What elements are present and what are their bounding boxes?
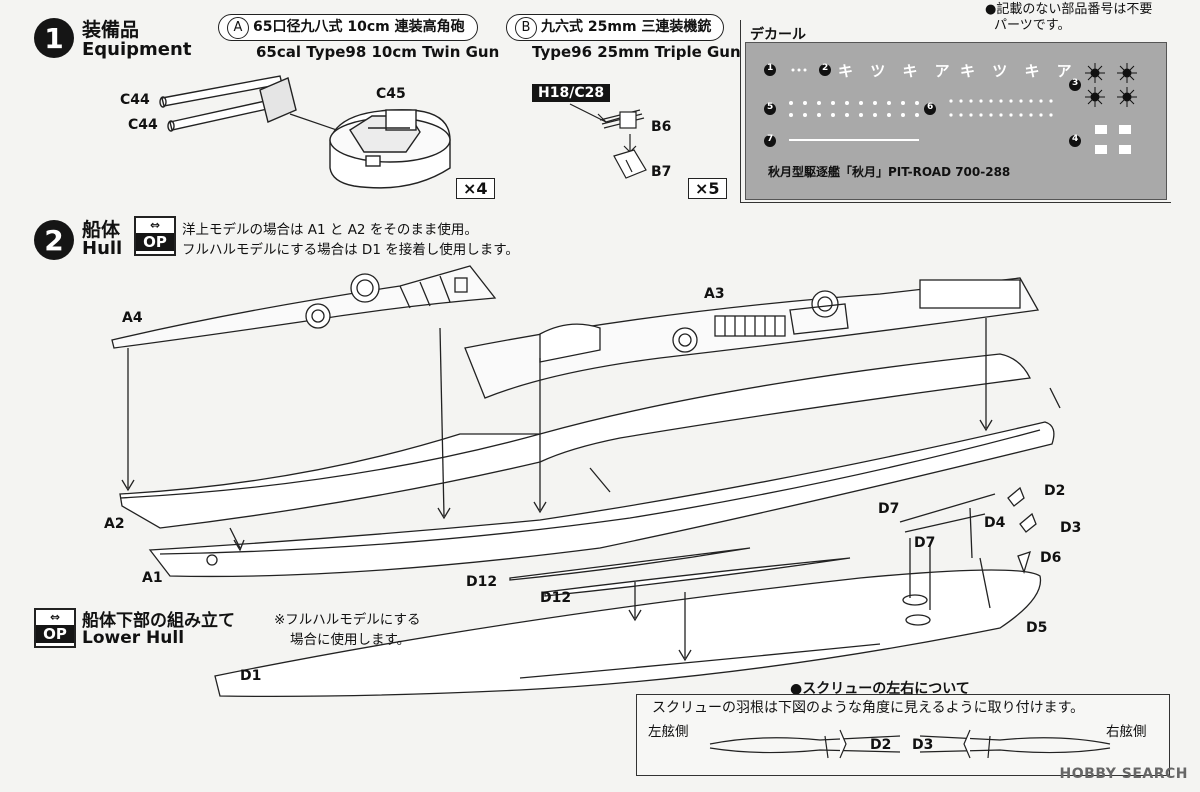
label-c44-a: C44 bbox=[120, 92, 150, 108]
decal-num-1: 1 bbox=[767, 63, 774, 73]
label-d2: D2 bbox=[1044, 483, 1066, 499]
decal-kana-1: キ ツ キ ア bbox=[838, 62, 956, 80]
hull-note-line2: フルハルモデルにする場合は D1 を接着し使用します。 bbox=[182, 242, 519, 258]
screw-note-text: スクリューの羽根は下図のような角度に見えるように取り付けます。 bbox=[652, 700, 1085, 716]
lower-hull-note-line1: ※フルハルモデルにする bbox=[274, 612, 421, 628]
lower-hull-title-jp: 船体下部の組み立て bbox=[82, 611, 235, 631]
triple-gun-illustration bbox=[569, 103, 647, 179]
twin-gun-illustration bbox=[159, 75, 451, 189]
decal-sheet bbox=[745, 42, 1167, 200]
label-a4: A4 bbox=[122, 310, 143, 326]
label-a1: A1 bbox=[142, 570, 163, 586]
screw-port-label: 左舷側 bbox=[648, 724, 689, 740]
label-d12-b: D12 bbox=[540, 590, 572, 606]
op-icon-top: ⇔ bbox=[49, 610, 61, 624]
decal-num-3: 3 bbox=[1072, 78, 1079, 88]
part-a-letter: A bbox=[227, 17, 249, 39]
part-b-quantity: ×5 bbox=[688, 178, 727, 199]
op-icon-top: ⇔ bbox=[149, 218, 161, 232]
step-1-title-jp: 装備品 bbox=[82, 19, 140, 41]
screw-starboard-label: 右舷側 bbox=[1106, 724, 1147, 740]
decal-title: デカール bbox=[750, 27, 806, 43]
label-b6: B6 bbox=[651, 119, 672, 135]
step-1-title-en: Equipment bbox=[82, 39, 192, 60]
label-d3: D3 bbox=[1060, 520, 1082, 536]
decal-num-5: 5 bbox=[767, 102, 774, 112]
label-a2: A2 bbox=[104, 516, 125, 532]
label-a3: A3 bbox=[704, 286, 725, 302]
screw-note-title: ●スクリューの左右について bbox=[790, 681, 970, 697]
part-a-quantity: ×4 bbox=[456, 178, 495, 199]
part-a-jp: 65口径九八式 10cm 連装高角砲 bbox=[253, 19, 465, 35]
decal-num-6: 6 bbox=[927, 102, 934, 112]
decal-kana-2: キ ツ キ ア bbox=[960, 62, 1078, 80]
label-d12-a: D12 bbox=[466, 574, 498, 590]
decal-num-4: 4 bbox=[1072, 134, 1079, 144]
unused-parts-note-line1: ●記載のない部品番号は不要 bbox=[985, 2, 1153, 17]
lower-hull-title-en: Lower Hull bbox=[82, 628, 185, 648]
label-b7: B7 bbox=[651, 164, 672, 180]
label-d7-b: D7 bbox=[914, 535, 936, 551]
label-c45: C45 bbox=[376, 86, 406, 102]
decal-label: 秋月型駆逐艦「秋月」PIT-ROAD 700-288 bbox=[768, 165, 1011, 179]
decal-section-border bbox=[740, 20, 1171, 203]
decal-sheet-graphic bbox=[764, 63, 1137, 154]
op-icon-hull: ⇔ OP bbox=[134, 216, 176, 256]
label-c44-b: C44 bbox=[128, 117, 158, 133]
part-b-letter: B bbox=[515, 17, 537, 39]
unused-parts-note-line2: パーツです。 bbox=[994, 18, 1071, 33]
screw-label-d3: D3 bbox=[912, 737, 934, 753]
part-b-jp: 九六式 25mm 三連装機銃 bbox=[541, 19, 712, 35]
label-d6: D6 bbox=[1040, 550, 1062, 566]
hull-note-line1: 洋上モデルの場合は A1 と A2 をそのまま使用。 bbox=[182, 222, 478, 238]
step-1-number: 1 bbox=[34, 18, 74, 58]
label-d5: D5 bbox=[1026, 620, 1048, 636]
part-a-en: 65cal Type98 10cm Twin Gun bbox=[256, 43, 500, 61]
lower-hull-note-line2: 場合に使用します。 bbox=[290, 632, 411, 648]
label-d1: D1 bbox=[240, 668, 262, 684]
label-d4: D4 bbox=[984, 515, 1006, 531]
decal-num-2: 2 bbox=[822, 63, 829, 73]
step-2-title-jp: 船体 bbox=[82, 219, 121, 241]
hull-assembly-illustration bbox=[111, 265, 1061, 698]
label-h18c28: H18/C28 bbox=[532, 84, 611, 102]
op-icon-bottom: OP bbox=[36, 625, 74, 643]
screw-label-d2: D2 bbox=[870, 737, 892, 753]
decal-num-7: 7 bbox=[767, 134, 774, 144]
screw-orientation-diagram bbox=[709, 729, 1111, 759]
op-icon-bottom: OP bbox=[136, 233, 174, 251]
step-2-title-en: Hull bbox=[82, 238, 123, 259]
part-b-en: Type96 25mm Triple Gun bbox=[532, 43, 741, 61]
screw-note-box bbox=[636, 694, 1170, 776]
label-d7-a: D7 bbox=[878, 501, 900, 517]
op-icon-lower-hull: ⇔ OP bbox=[34, 608, 76, 648]
watermark: HOBBY SEARCH bbox=[1059, 766, 1188, 782]
step-2-number: 2 bbox=[34, 220, 74, 260]
